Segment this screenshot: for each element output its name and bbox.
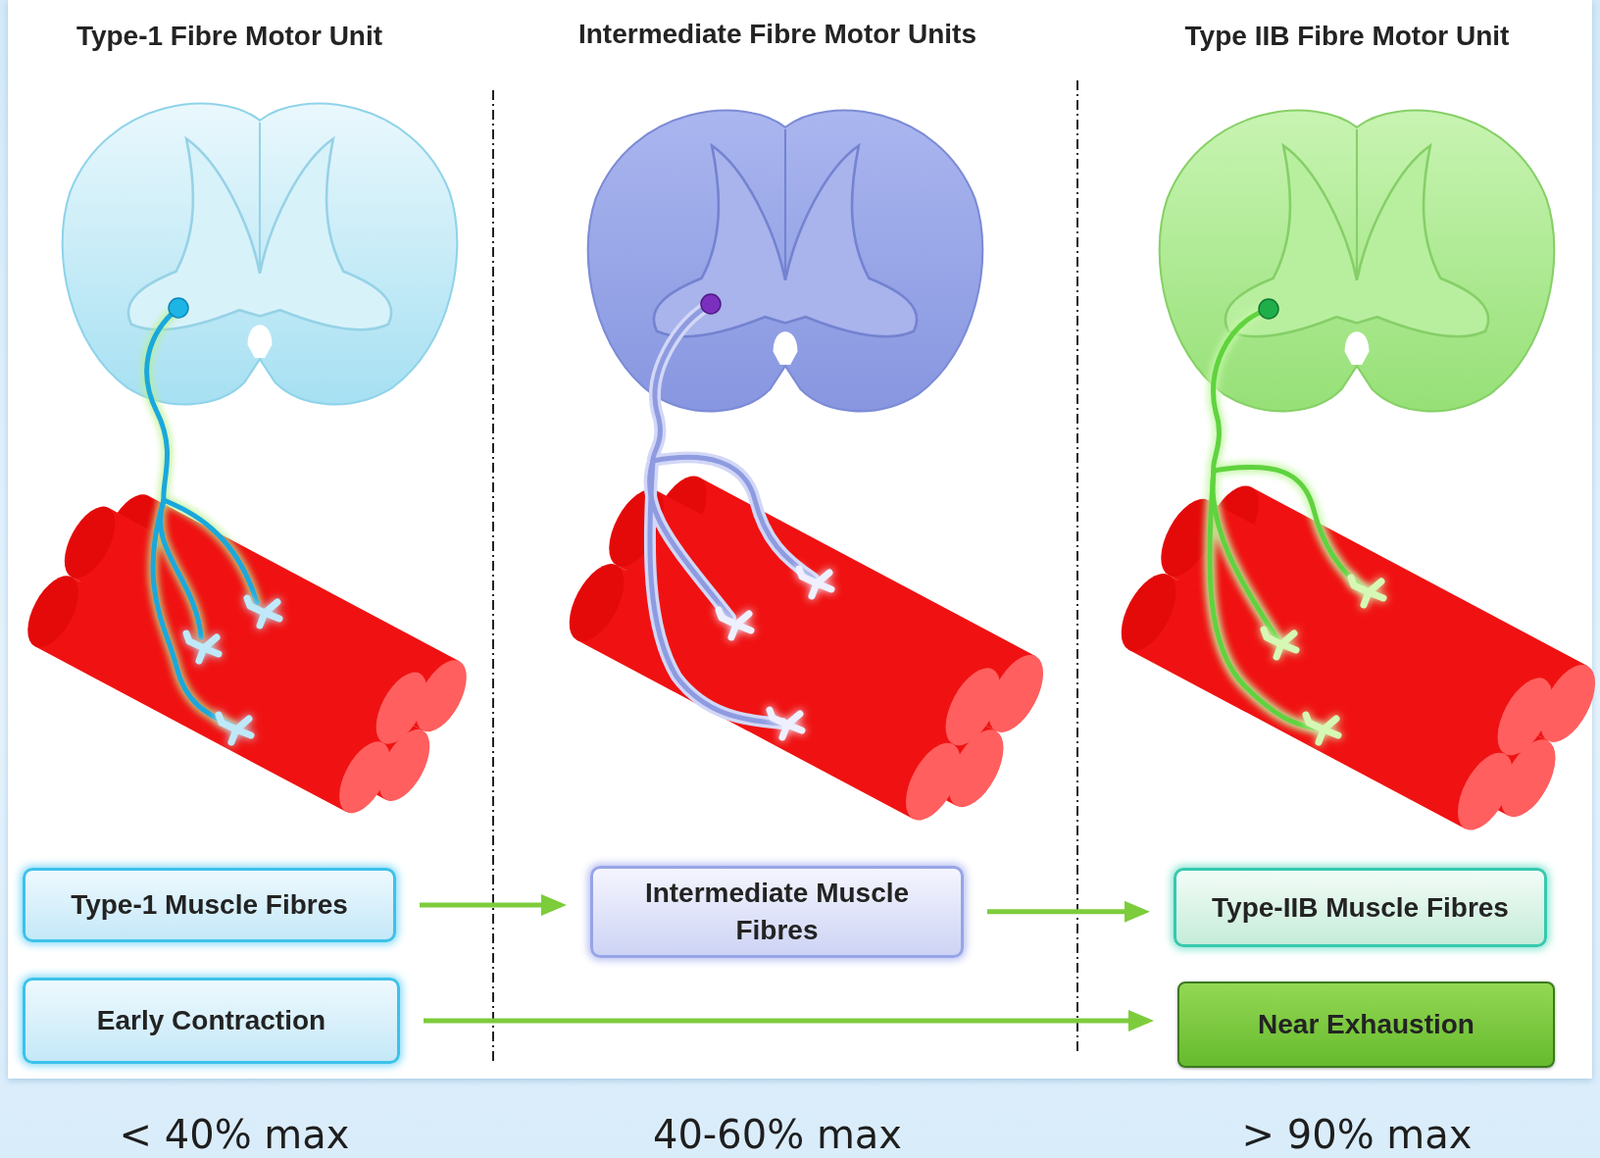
- muscle-bundle: [557, 451, 1054, 844]
- median-sulcus: [784, 129, 787, 275]
- central-canal: [248, 324, 273, 358]
- motor-axon: [147, 298, 280, 743]
- divider-line: [492, 90, 495, 1064]
- muscle-bundle: [17, 472, 478, 836]
- box-text: Type-IIB Muscle Fibres: [1211, 889, 1509, 927]
- cord-outline: [588, 110, 984, 412]
- column-divider: [493, 80, 1078, 1064]
- box-text: Early Contraction: [97, 1001, 326, 1040]
- axon-line: [147, 307, 257, 726]
- end-plate: [1263, 577, 1384, 743]
- flow-arrow: [423, 1018, 1149, 1024]
- column-heading: Intermediate Fibre Motor Units: [522, 16, 1033, 52]
- end-plate: [718, 568, 832, 738]
- intensity-label: < 40% max: [48, 1110, 421, 1158]
- spinal-cord: [588, 110, 984, 412]
- cord-outline: [62, 103, 458, 405]
- flow-arrow: [419, 902, 561, 908]
- central-canal: [773, 331, 799, 365]
- box-text: Type-1 Muscle Fibres: [70, 886, 349, 924]
- intensity-label: > 90% max: [1170, 1110, 1544, 1158]
- axon-line: [649, 303, 814, 724]
- neuron-body: [1258, 299, 1279, 319]
- median-sulcus: [258, 122, 261, 268]
- central-canal: [1345, 331, 1370, 365]
- box-text: Near Exhaustion: [1257, 1005, 1475, 1044]
- muscle-fibre: [1109, 461, 1600, 853]
- intensity-label: 40-60% max: [591, 1110, 964, 1158]
- flow-arrow: [987, 908, 1145, 914]
- spinal-cord: [62, 103, 458, 405]
- column-heading: Type IIB Fibre Motor Unit: [1116, 18, 1578, 54]
- muscle-fibre: [17, 472, 478, 836]
- column-heading: Type-1 Fibre Motor Unit: [0, 18, 460, 54]
- muscle-fibre: [557, 451, 1054, 844]
- end-plate: [186, 598, 280, 743]
- axon-halo: [649, 303, 814, 724]
- axon-halo: [147, 307, 257, 726]
- process-box: Early Contraction: [22, 977, 400, 1064]
- process-box: Near Exhaustion: [1177, 981, 1555, 1068]
- axon-line: [1209, 308, 1365, 729]
- motor-axon: [1209, 299, 1384, 743]
- neuron-body: [168, 298, 189, 318]
- divider-line: [1076, 80, 1079, 1054]
- muscle-bundle: [1109, 461, 1600, 853]
- process-box: Type-IIB Muscle Fibres: [1173, 867, 1548, 948]
- process-box: Type-1 Muscle Fibres: [22, 867, 397, 943]
- median-sulcus: [1355, 129, 1358, 275]
- process-box: Intermediate Muscle Fibres: [590, 865, 964, 958]
- neuron-body: [700, 294, 721, 314]
- motor-axon: [649, 294, 832, 738]
- box-text: Intermediate Muscle Fibres: [622, 874, 932, 950]
- axon-halo: [1209, 308, 1365, 729]
